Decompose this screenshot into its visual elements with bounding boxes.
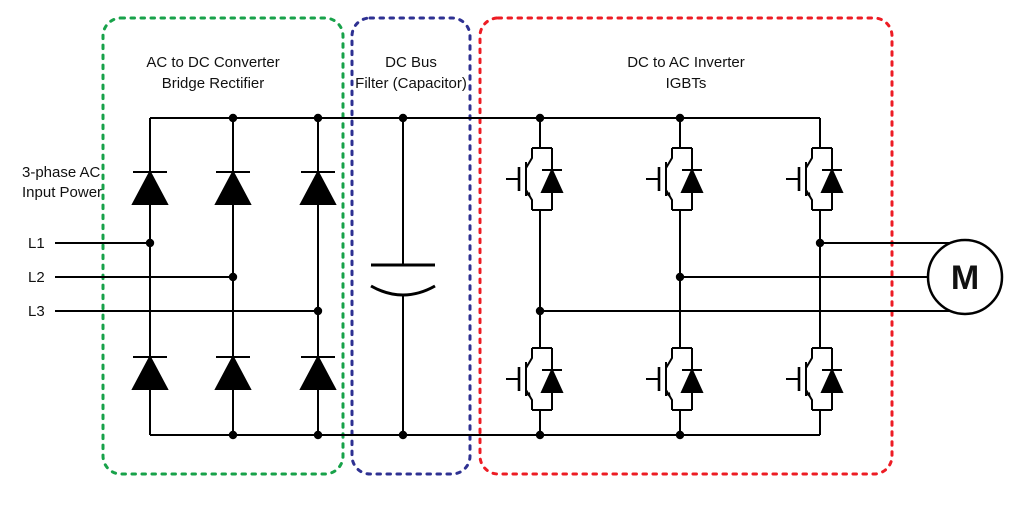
igbt-icon <box>644 338 704 420</box>
inverter-section-title-line1: DC to AC Inverter <box>627 54 745 71</box>
dc-bus-section-box <box>350 16 472 476</box>
input-power-label-line1: 3-phase AC <box>22 164 101 181</box>
igbt-icon <box>644 138 704 220</box>
igbt-icon <box>784 338 844 420</box>
junction-dots <box>145 113 825 440</box>
igbt-icon <box>784 138 844 220</box>
junction-dot <box>228 272 238 282</box>
junction-dot <box>535 306 545 316</box>
junction-dot <box>228 430 238 440</box>
diode-icon <box>300 356 336 390</box>
rectifier-section-box <box>101 16 345 476</box>
dc-bus-section-title-line2: Filter (Capacitor) <box>355 75 467 92</box>
junction-dot <box>675 272 685 282</box>
rectifier-section-title-line2: Bridge Rectifier <box>162 75 265 92</box>
junction-dot <box>228 113 238 123</box>
junction-dot <box>398 113 408 123</box>
phase-l2-label: L2 <box>28 269 45 286</box>
junction-dot <box>313 306 323 316</box>
junction-dot <box>675 430 685 440</box>
diode-icon <box>132 356 168 390</box>
junction-dot <box>815 238 825 248</box>
junction-dot <box>535 113 545 123</box>
diode-icon <box>215 171 251 205</box>
junction-dot <box>145 238 155 248</box>
circuit-wires <box>55 117 965 436</box>
motor-icon: M <box>926 238 1004 316</box>
diode-icon <box>300 171 336 205</box>
capacitor-icon <box>370 263 436 297</box>
junction-dot <box>535 430 545 440</box>
igbt-icon <box>504 138 564 220</box>
dc-bus-section-title-line1: DC Bus <box>385 54 437 71</box>
rectifier-section-title-line1: AC to DC Converter <box>146 54 279 71</box>
junction-dot <box>398 430 408 440</box>
motor-label: M <box>951 259 979 297</box>
diode-icon <box>215 356 251 390</box>
junction-dot <box>675 113 685 123</box>
inverter-section-box <box>478 16 894 476</box>
input-power-label-line2: Input Power <box>22 184 102 201</box>
junction-dot <box>313 430 323 440</box>
phase-l3-label: L3 <box>28 303 45 320</box>
junction-dot <box>313 113 323 123</box>
diode-icon <box>132 171 168 205</box>
phase-l1-label: L1 <box>28 235 45 252</box>
inverter-section-title-line2: IGBTs <box>666 75 707 92</box>
igbt-icon <box>504 338 564 420</box>
